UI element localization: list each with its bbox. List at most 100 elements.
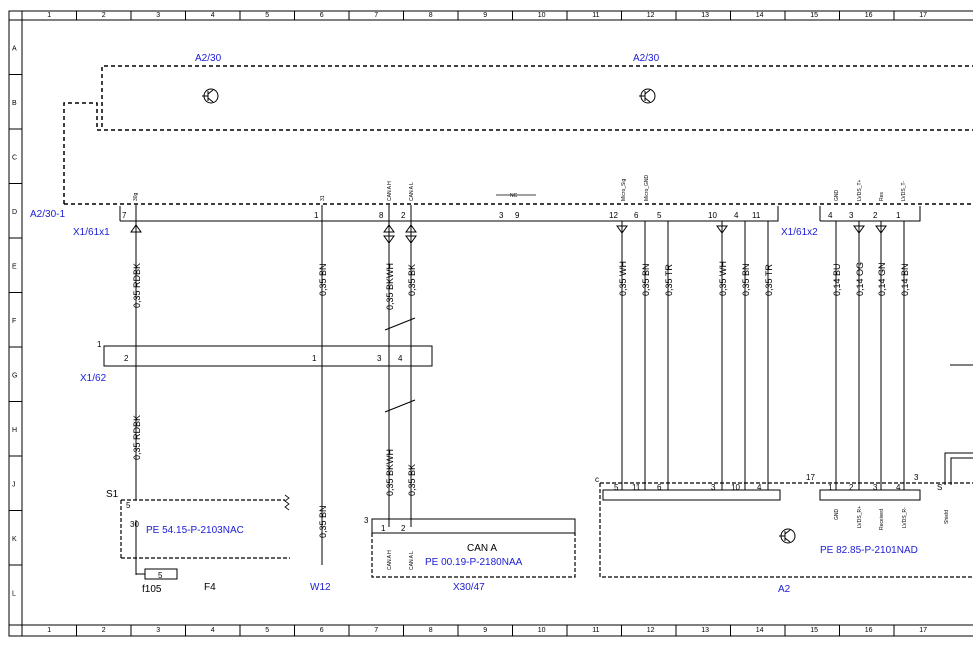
wire-label: 0,35 TR <box>764 264 774 296</box>
pin-number: 2 <box>873 211 878 220</box>
svg-text:5: 5 <box>126 501 131 510</box>
wire-label: 0,35 RDBK <box>132 263 142 308</box>
signal-label: CAN A L <box>409 182 415 201</box>
wire-label: 0,35 BN <box>318 505 328 538</box>
svg-text:1: 1 <box>381 524 386 533</box>
a2-reference-link[interactable]: PE 82.85-P-2101NAD <box>820 545 918 556</box>
arrow-icon <box>716 225 728 234</box>
wire-label: 0,35 BN <box>318 263 328 296</box>
svg-text:4: 4 <box>896 483 901 492</box>
svg-text:5: 5 <box>158 571 163 580</box>
wire-label: 0,35 BK <box>407 464 417 496</box>
a2-module: c 5 11 6 3 10 4 17 1 2 3 4 3 S GND LVDS_… <box>595 364 973 595</box>
grid-column-label: 1 <box>47 12 51 19</box>
grid-column-label: 15 <box>810 627 818 634</box>
sheet-frame <box>8 10 973 637</box>
transistor-icon <box>639 88 656 104</box>
grid-row-label: E <box>12 263 17 270</box>
svg-text:2: 2 <box>124 354 129 363</box>
grid-column-label: 17 <box>919 12 927 19</box>
svg-text:Received: Received <box>879 509 885 530</box>
wire-label: 0,35 TR <box>664 264 674 296</box>
svg-text:3: 3 <box>364 516 369 525</box>
a2-30-1-label: A2/30-1 <box>30 209 65 220</box>
svg-text:3: 3 <box>711 483 716 492</box>
grid-column-label: 14 <box>756 627 764 634</box>
svg-text:2: 2 <box>849 483 854 492</box>
pin-number: 1 <box>314 211 319 220</box>
svg-text:1: 1 <box>828 483 833 492</box>
arrow-icon <box>616 225 628 234</box>
wire-label: 0,35 RDBK <box>132 415 142 460</box>
grid-column-label: 10 <box>538 12 546 19</box>
pin-number: 11 <box>752 211 761 220</box>
svg-text:CAN A: CAN A <box>467 543 497 554</box>
grid-row-label: K <box>12 536 17 543</box>
grid-column-label: 6 <box>320 627 324 634</box>
wire-label: 0,35 BK <box>407 264 417 296</box>
grid-column-label: 7 <box>374 627 378 634</box>
a2-30-label-left: A2/30 <box>195 53 222 64</box>
grid-row-label: B <box>12 100 17 107</box>
wire-label: 0,35 WH <box>618 261 628 296</box>
signal-label: CAN A H <box>387 181 393 201</box>
grid-column-label: 2 <box>102 627 106 634</box>
signal-label: Micro_GND <box>644 174 650 201</box>
grid-row-label: G <box>12 372 17 379</box>
svg-text:1: 1 <box>312 354 317 363</box>
pin-number: 4 <box>734 211 739 220</box>
grid-row-label: H <box>12 427 17 434</box>
x30-reference-link[interactable]: PE 00.19-P-2180NAA <box>425 557 523 568</box>
pin-number: 12 <box>609 211 618 220</box>
grid-column-label: 4 <box>211 12 215 19</box>
svg-text:10: 10 <box>731 483 740 492</box>
a2-30-housing <box>63 65 973 205</box>
grid-column-label: 5 <box>265 12 269 19</box>
pin-number: 8 <box>379 211 384 220</box>
grid-row-label: A <box>12 45 17 52</box>
pin-number: 3 <box>849 211 854 220</box>
x1-61x1-label: X1/61x1 <box>73 227 110 238</box>
grid-column-label: 11 <box>592 12 599 19</box>
svg-text:5: 5 <box>614 483 619 492</box>
arrow-icon <box>853 225 865 234</box>
wire-label: 0,35 BKWH <box>385 263 395 310</box>
signal-label: Res <box>879 192 885 201</box>
grid-row-label: C <box>12 154 17 161</box>
grid-column-label: 12 <box>647 12 655 19</box>
pin-number: 10 <box>708 211 717 220</box>
grid-row-label: L <box>12 590 16 597</box>
arrow-icon <box>405 224 417 244</box>
s1-reference-link[interactable]: PE 54.15-P-2103NAC <box>146 525 244 536</box>
wire-label: 0,35 BN <box>741 263 751 296</box>
svg-text:4: 4 <box>398 354 403 363</box>
svg-text:c: c <box>595 475 599 484</box>
pin-number: 5 <box>657 211 662 220</box>
svg-text:f105: f105 <box>142 584 162 595</box>
grid-row-label: F <box>12 318 16 325</box>
svg-text:S1: S1 <box>106 489 119 500</box>
nc-marker: NC <box>496 193 536 199</box>
grid-column-label: 9 <box>483 627 487 634</box>
grid-column-label: 14 <box>756 12 764 19</box>
svg-text:LVDS_R+: LVDS_R+ <box>857 506 863 528</box>
pin-number: 1 <box>896 211 901 220</box>
svg-text:1: 1 <box>97 340 102 349</box>
grid-row-label: D <box>12 209 17 216</box>
svg-text:4: 4 <box>757 483 762 492</box>
grid-column-label: 3 <box>156 12 160 19</box>
grid-column-label: 1 <box>47 627 51 634</box>
x1-61x2-connector <box>819 206 921 222</box>
grid-column-label: 15 <box>810 12 818 19</box>
signal-label: Micro_Sig <box>621 179 627 201</box>
grid-column-label: 8 <box>429 627 433 634</box>
grid-column-label: 9 <box>483 12 487 19</box>
transistor-icon <box>779 528 796 544</box>
pin-number: 6 <box>634 211 639 220</box>
grid-column-label: 5 <box>265 627 269 634</box>
pin-number: 4 <box>828 211 833 220</box>
w12-label: W12 <box>310 582 331 593</box>
wire-label: 0,35 BKWH <box>385 449 395 496</box>
grid-row-label: J <box>12 481 16 488</box>
signal-label: GND <box>834 190 840 202</box>
